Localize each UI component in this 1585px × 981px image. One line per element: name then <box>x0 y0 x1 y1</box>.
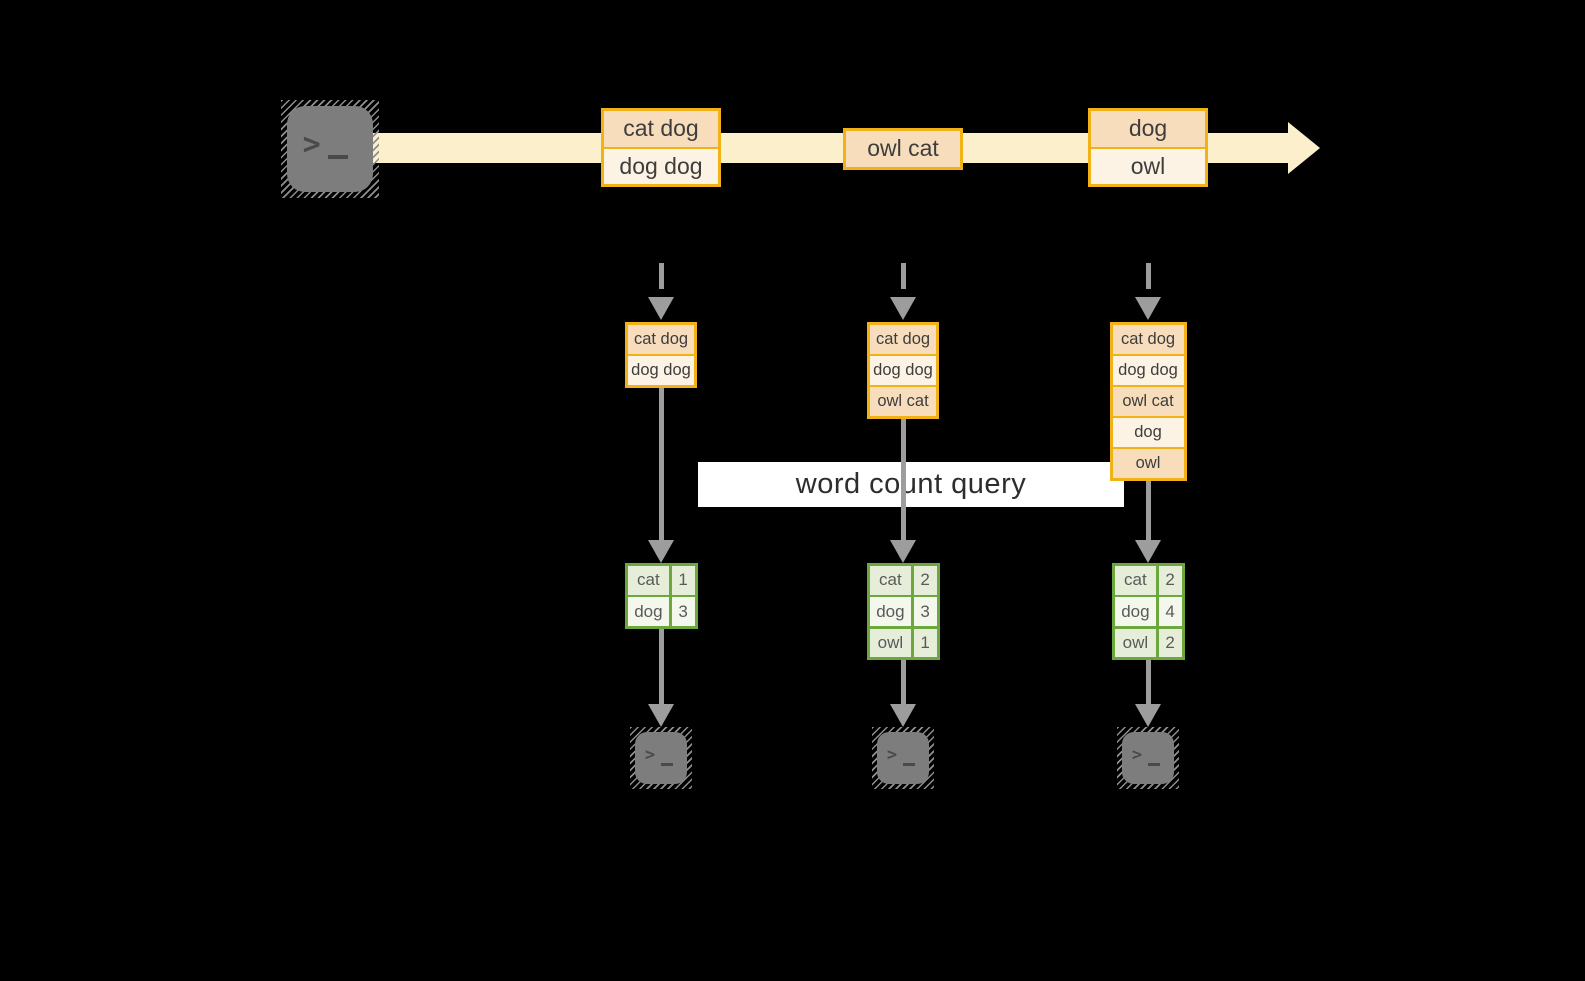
word-cell: cat <box>627 566 670 595</box>
buffer-row: owl cat <box>1112 385 1184 416</box>
buffer-row: dog dog <box>1112 354 1184 385</box>
ingest-arrowhead <box>648 297 674 320</box>
ingest-arrow-dash <box>1145 263 1151 289</box>
terminal-cursor-icon <box>1148 763 1161 766</box>
event-row: cat dog <box>604 111 718 147</box>
buffer-row: owl <box>1112 447 1184 478</box>
terminal-prompt-icon: > <box>886 744 898 765</box>
output-terminal-icon: > <box>872 727 934 789</box>
word-cell: dog <box>627 597 670 627</box>
output-terminal-icon: > <box>1117 727 1179 789</box>
buffer-row: cat dog <box>870 325 936 354</box>
terminal-cursor-icon <box>903 763 916 766</box>
result-flow-line <box>658 628 664 706</box>
result-flow-arrowhead <box>890 704 916 727</box>
event-box: owl cat <box>843 128 963 170</box>
count-cell: 2 <box>913 566 937 595</box>
query-flow-line <box>1145 481 1151 543</box>
count-cell: 2 <box>1158 628 1182 658</box>
query-flow-line <box>658 386 664 543</box>
count-cell: 3 <box>671 597 695 627</box>
count-cell: 2 <box>1158 566 1182 595</box>
query-flow-line <box>900 418 906 543</box>
query-flow-arrowhead <box>1135 540 1161 563</box>
query-flow-arrowhead <box>648 540 674 563</box>
word-cell: owl <box>869 628 912 658</box>
word-cell: cat <box>869 566 912 595</box>
word-cell: dog <box>1114 597 1157 627</box>
terminal-prompt-icon: > <box>302 126 321 162</box>
terminal-screen: > <box>287 106 373 192</box>
event-row: owl <box>1091 146 1205 184</box>
result-flow-line <box>900 659 906 706</box>
terminal-cursor-icon <box>661 763 674 766</box>
count-cell: 1 <box>671 566 695 595</box>
terminal-screen: > <box>1122 732 1174 784</box>
buffer-row: dog dog <box>870 354 936 385</box>
buffer-row: owl cat <box>870 385 936 416</box>
buffer-row: dog <box>1112 416 1184 447</box>
buffer-row: cat dog <box>628 325 694 354</box>
output-terminal-icon: > <box>630 727 692 789</box>
event-row: dog dog <box>604 146 718 184</box>
terminal-prompt-icon: > <box>1131 744 1143 765</box>
count-cell: 1 <box>913 628 937 658</box>
event-row: dog <box>1091 111 1205 147</box>
terminal-screen: > <box>877 732 929 784</box>
result-flow-line <box>1145 659 1151 706</box>
buffer-row: cat dog <box>1112 325 1184 354</box>
count-cell: 4 <box>1158 597 1182 627</box>
query-label: word count query <box>698 462 1124 507</box>
word-cell: cat <box>1114 566 1157 595</box>
event-row: owl cat <box>846 131 960 167</box>
word-cell: owl <box>1114 628 1157 658</box>
count-cell: 3 <box>913 597 937 627</box>
stream-timeline-arrowhead <box>1288 122 1320 174</box>
source-terminal-icon: > <box>281 100 379 198</box>
ingest-arrow-dash <box>900 263 906 289</box>
terminal-cursor-icon <box>328 155 348 160</box>
ingest-arrowhead <box>890 297 916 320</box>
terminal-screen: > <box>635 732 687 784</box>
result-flow-arrowhead <box>1135 704 1161 727</box>
word-cell: dog <box>869 597 912 627</box>
result-flow-arrowhead <box>648 704 674 727</box>
query-flow-arrowhead <box>890 540 916 563</box>
ingest-arrow-dash <box>658 263 664 289</box>
ingest-arrowhead <box>1135 297 1161 320</box>
terminal-prompt-icon: > <box>644 744 656 765</box>
buffer-row: dog dog <box>628 354 694 385</box>
